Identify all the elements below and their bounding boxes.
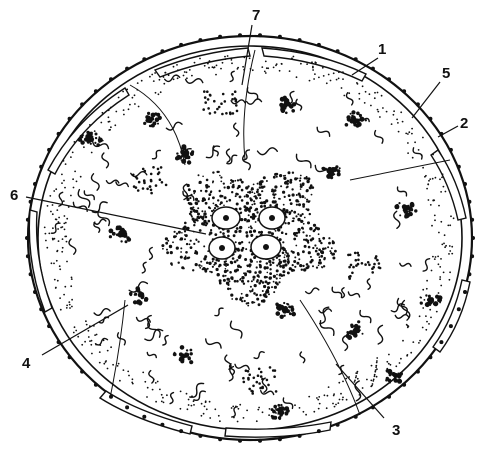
callout-label-4: 4 — [22, 355, 31, 372]
callout-label-6: 6 — [10, 187, 18, 204]
callout-label-2: 2 — [460, 115, 468, 132]
cell-outer-membrane — [28, 36, 472, 440]
callout-label-5: 5 — [442, 65, 450, 82]
callout-label-1: 1 — [378, 41, 386, 58]
callout-label-7: 7 — [252, 7, 260, 24]
callout-label-3: 3 — [392, 422, 400, 439]
nucleoid-region — [161, 171, 336, 307]
